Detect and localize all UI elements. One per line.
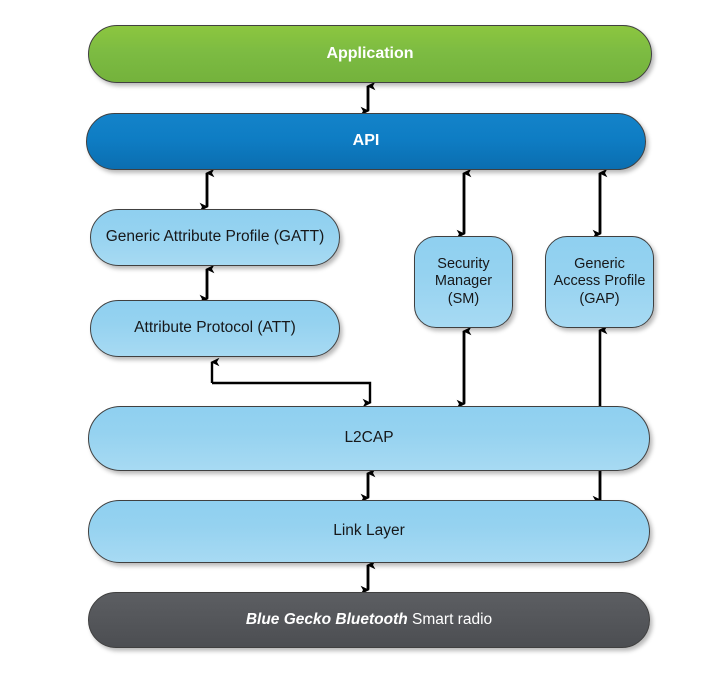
node-link-layer[interactable]: Link Layer bbox=[88, 500, 650, 563]
node-l2cap[interactable]: L2CAP bbox=[88, 406, 650, 471]
node-security-manager[interactable]: Security Manager (SM) bbox=[414, 236, 513, 328]
connector-att-l2cap bbox=[210, 357, 372, 408]
node-sm-line-3: (SM) bbox=[447, 290, 480, 307]
node-application[interactable]: Application bbox=[88, 25, 652, 83]
node-link-layer-label: Link Layer bbox=[333, 522, 405, 540]
node-api[interactable]: API bbox=[86, 113, 646, 170]
node-sm-line-2: Manager bbox=[434, 273, 493, 290]
node-radio-label: Blue Gecko Bluetooth Smart radio bbox=[240, 611, 498, 629]
node-security-manager-label: Security Manager (SM) bbox=[429, 256, 498, 307]
node-gap-line-3: (GAP) bbox=[579, 290, 620, 307]
node-sm-line-1: Security bbox=[437, 256, 490, 273]
node-radio[interactable]: Blue Gecko Bluetooth Smart radio bbox=[88, 592, 650, 648]
node-api-label: API bbox=[352, 132, 380, 150]
node-application-label: Application bbox=[326, 44, 414, 62]
node-gatt[interactable]: Generic Attribute Profile (GATT) bbox=[90, 209, 340, 266]
node-gap-line-2: Access Profile bbox=[553, 273, 646, 290]
node-l2cap-label: L2CAP bbox=[344, 429, 394, 447]
node-gatt-label: Generic Attribute Profile (GATT) bbox=[105, 228, 325, 246]
node-att[interactable]: Attribute Protocol (ATT) bbox=[90, 300, 340, 357]
node-generic-access-profile[interactable]: Generic Access Profile (GAP) bbox=[545, 236, 654, 328]
node-att-label: Attribute Protocol (ATT) bbox=[134, 319, 296, 337]
node-gap-label: Generic Access Profile (GAP) bbox=[548, 256, 652, 307]
node-gap-line-1: Generic bbox=[574, 256, 625, 273]
node-radio-label-rest: Smart radio bbox=[407, 610, 493, 628]
node-radio-label-emphasis: Blue Gecko Bluetooth bbox=[245, 610, 408, 628]
